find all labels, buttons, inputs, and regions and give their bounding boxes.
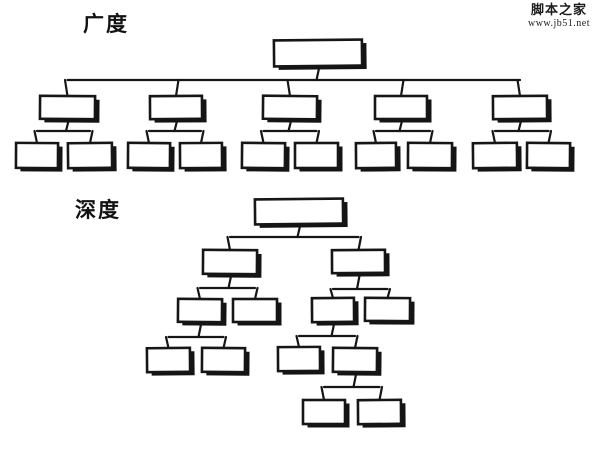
depth-tree-node-b1b [331,346,382,376]
connector-line [399,78,405,98]
depth-tree-node-b [330,248,390,277]
connector-line [295,334,301,349]
breadth-tree-label: 广度 [83,13,129,36]
connector-line [353,334,359,350]
depth-tree-label: 深度 [75,199,121,222]
depth-tree-node-a1 [176,297,227,326]
breadth-tree-node-root [272,38,367,70]
connector-line [33,129,39,145]
connector-line [320,385,326,402]
connector-line [196,286,202,301]
depth-tree-node-a2 [231,297,282,326]
connector-line [547,129,553,145]
depth-tree-node-b1b2 [356,398,406,428]
breadth-tree-node-n4 [373,94,432,123]
connector-line [174,78,180,98]
connector-line [164,335,170,350]
connector-line [491,129,497,145]
connector-line [88,129,94,145]
connector-line [286,78,292,98]
breadth-tree-node-n1 [38,94,100,123]
connector-line [329,287,335,300]
depth-tree-node-b1a [276,345,325,375]
breadth-tree-node-l9 [471,141,522,172]
watermark-site-url: www.jb51.net [527,18,590,30]
depth-tree-node-a1b [200,346,250,376]
breadth-tree-node-n5 [491,94,552,123]
depth-tree-node-a1a [145,346,195,376]
watermark-site-name: 脚本之家 [530,2,587,17]
connector-line [259,129,265,145]
breadth-tree-node-l2 [66,141,117,172]
connector-line [145,129,151,145]
connector-line [199,129,205,145]
connector-line [428,129,434,145]
breadth-tree-node-l10 [525,141,575,172]
connector-line [222,335,228,350]
depth-tree-node-root [253,197,348,228]
depth-tree-node-b2 [363,296,415,325]
breadth-tree-node-l3 [126,141,175,172]
depth-tree-node-a [201,248,262,278]
connector-line [226,235,232,252]
depth-tree-node-b1b1 [301,398,350,428]
connector-line [63,78,69,98]
breadth-tree-node-l4 [178,141,227,172]
connector-line [357,235,363,252]
connector-line [378,385,384,402]
breadth-tree-node-l1 [14,141,63,172]
breadth-tree-node-n3 [261,94,322,123]
breadth-tree-node-l5 [240,141,290,172]
breadth-tree-node-l8 [406,141,457,172]
connector-line [372,129,378,145]
watermark: 脚本之家 www.jb51.net [527,2,590,30]
depth-tree-node-b1 [310,296,359,326]
connector-line [516,78,522,98]
connector-line [386,287,392,300]
breadth-tree-node-l6 [293,141,343,172]
connector-line [253,286,259,301]
connector-line [315,129,321,145]
breadth-tree-node-l7 [354,141,401,172]
breadth-tree-node-n2 [148,94,207,123]
